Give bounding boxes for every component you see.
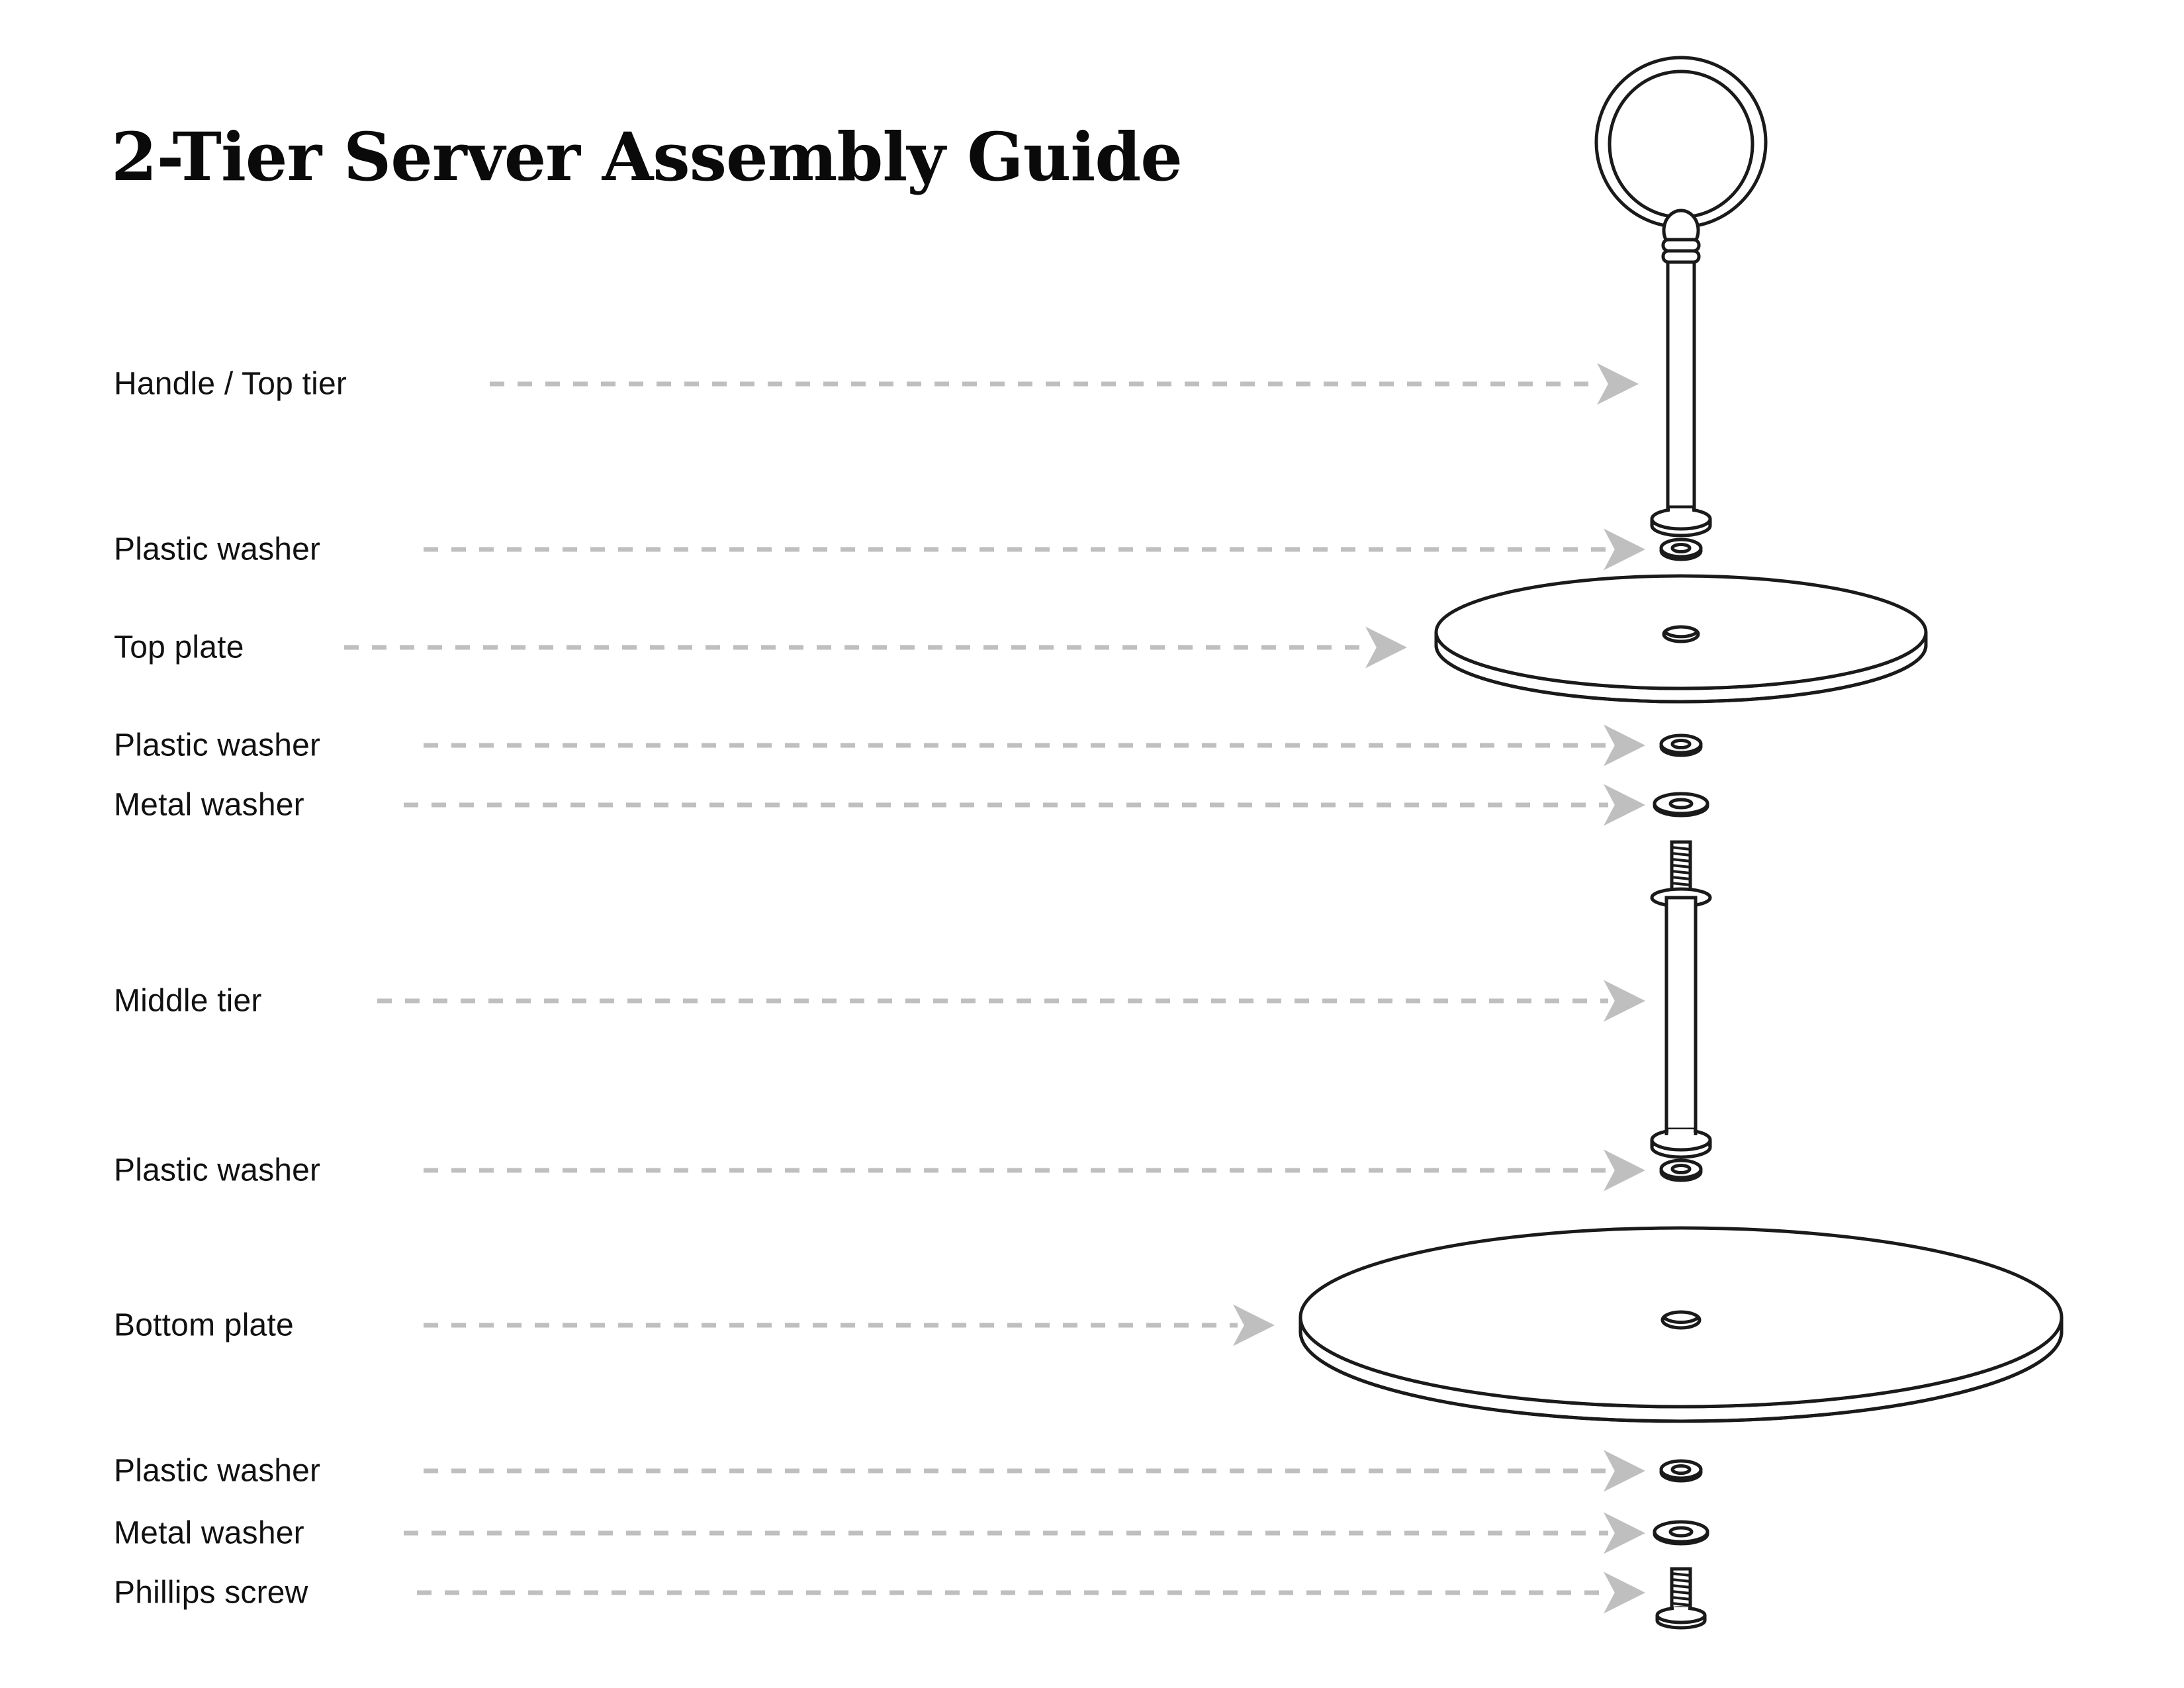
leader-lines-group: [344, 363, 1645, 1614]
label-top-plate: Top plate: [114, 630, 244, 665]
label-handle-top-tier: Handle / Top tier: [114, 366, 347, 402]
part-handle-top-tier: [1594, 56, 1768, 538]
part-metal-washer-2: [1655, 1522, 1707, 1544]
part-metal-washer-1: [1655, 794, 1707, 816]
bottom-plate-bottom-edge: [1298, 1331, 2064, 1423]
label-plastic-washer-4: Plastic washer: [114, 1453, 321, 1489]
part-bottom-plate: [1298, 1226, 2064, 1423]
bottom-plate-center-hole-inner: [1662, 1316, 1700, 1325]
top-plate-center-hole-outer: [1662, 625, 1700, 643]
part-plastic-washer-2: [1661, 735, 1701, 755]
handle-ring-inner: [1608, 70, 1754, 219]
label-metal-washer-1: Metal washer: [114, 787, 304, 823]
handle-finial-ball: [1662, 209, 1700, 243]
middle-tier-rod: [1664, 896, 1698, 1131]
top-plate-center-hole-inner: [1664, 631, 1698, 639]
label-metal-washer-2: Metal washer: [114, 1515, 304, 1551]
label-plastic-washer-3: Plastic washer: [114, 1152, 321, 1188]
handle-collar-band-2: [1661, 249, 1701, 264]
handle-shaft: [1666, 260, 1696, 509]
part-plastic-washer-1: [1661, 539, 1701, 559]
part-phillips-screw: [1655, 1567, 1707, 1630]
screw-thread-lines: [1671, 1572, 1691, 1607]
part-plastic-washer-3: [1661, 1160, 1701, 1180]
handle-collar-band-1: [1661, 238, 1701, 253]
label-plastic-washer-1: Plastic washer: [114, 532, 321, 567]
part-top-plate: [1434, 574, 1928, 704]
label-bottom-plate: Bottom plate: [114, 1307, 294, 1343]
top-plate-bottom-edge: [1434, 645, 1928, 704]
label-middle-tier: Middle tier: [114, 983, 262, 1019]
part-middle-tier: [1650, 840, 1712, 1159]
page-title: 2-Tier Server Assembly Guide: [111, 118, 1183, 196]
bottom-plate-center-hole-outer: [1661, 1310, 1702, 1330]
label-phillips-screw: Phillips screw: [114, 1575, 308, 1611]
part-plastic-washer-4: [1661, 1461, 1701, 1481]
label-plastic-washer-2: Plastic washer: [114, 727, 321, 763]
